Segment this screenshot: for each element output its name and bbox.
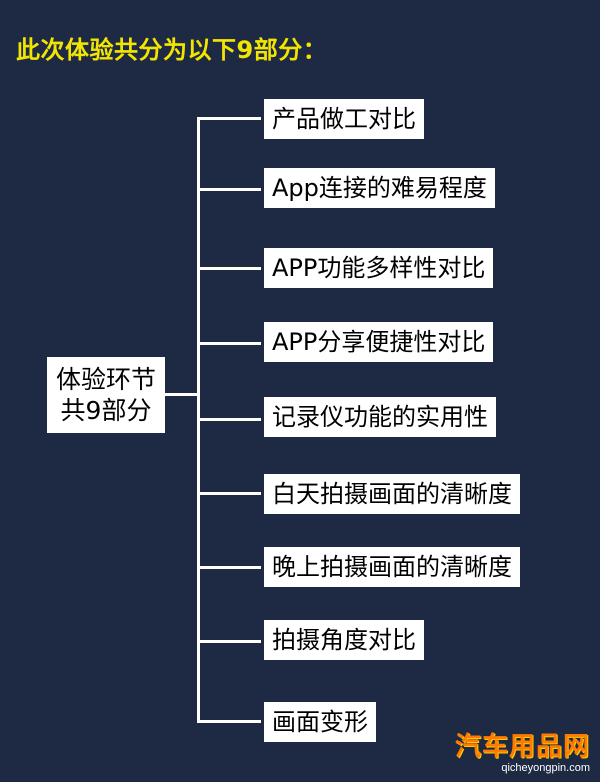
root-connector [165, 393, 199, 396]
item-node-6: 白天拍摄画面的清晰度 [264, 474, 520, 514]
item-node-5: 记录仪功能的实用性 [264, 397, 496, 437]
branch-line-9 [197, 720, 261, 723]
item-node-4: APP分享便捷性对比 [264, 322, 494, 362]
item-node-1: 产品做工对比 [264, 99, 424, 139]
root-node: 体验环节 共9部分 [47, 357, 165, 433]
watermark-url: qicheyongpin.com [501, 761, 590, 774]
branch-line-5 [197, 418, 261, 421]
item-node-3: APP功能多样性对比 [264, 248, 494, 288]
branch-line-1 [197, 117, 261, 120]
site-watermark: 汽车用品网 qicheyongpin.com [455, 733, 590, 774]
branch-line-4 [197, 342, 261, 345]
item-node-2: App连接的难易程度 [264, 168, 495, 208]
root-node-line1: 体验环节 [55, 364, 156, 394]
page-title: 此次体验共分为以下9部分： [16, 36, 328, 64]
branch-line-7 [197, 566, 261, 569]
watermark-brand: 汽车用品网 [454, 732, 590, 763]
branch-line-3 [197, 267, 261, 270]
item-node-9: 画面变形 [264, 702, 376, 742]
root-node-line2: 共9部分 [60, 396, 152, 425]
branch-line-2 [197, 188, 261, 191]
branch-line-8 [197, 640, 261, 643]
item-node-7: 晚上拍摄画面的清晰度 [264, 547, 520, 587]
item-node-8: 拍摄角度对比 [264, 620, 424, 660]
branch-line-6 [197, 492, 261, 495]
